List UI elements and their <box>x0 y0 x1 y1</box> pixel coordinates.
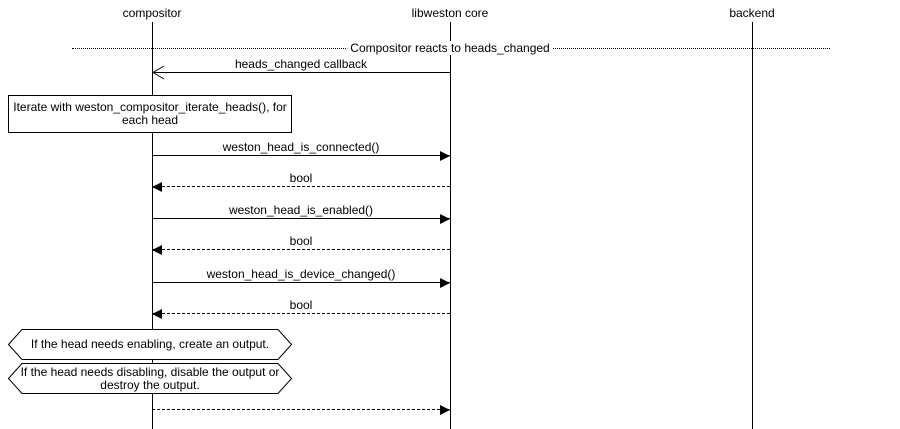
condition-box-0: If the head needs enabling, create an ou… <box>8 329 292 360</box>
lifeline-line-compositor <box>152 22 153 429</box>
message-label-3: weston_head_is_enabled() <box>226 203 376 217</box>
message-label-2: bool <box>287 171 315 185</box>
message-arrowhead-3 <box>440 214 450 224</box>
message-arrowhead-1 <box>440 151 450 161</box>
message-label-1: weston_head_is_connected() <box>220 140 382 154</box>
message-label-0: heads_changed callback <box>232 57 370 71</box>
message-label-5: weston_head_is_device_changed() <box>204 267 398 281</box>
condition-text-1: If the head needs disabling, disable the… <box>20 363 280 394</box>
message-arrowhead-7 <box>440 405 450 415</box>
lifeline-header-libweston-core: libweston core <box>411 6 489 20</box>
message-arrowhead-6 <box>152 309 162 319</box>
message-label-6: bool <box>287 298 315 312</box>
note-box-0: Iterate with weston_compositor_iterate_h… <box>8 95 292 133</box>
section-divider-label: Compositor reacts to heads_changed <box>347 41 553 55</box>
condition-text-0: If the head needs enabling, create an ou… <box>20 329 280 360</box>
message-arrowhead-5 <box>440 278 450 288</box>
lifeline-line-backend <box>752 22 753 429</box>
condition-label-1: If the head needs disabling, disable the… <box>20 364 280 392</box>
lifeline-header-backend: backend <box>729 6 775 20</box>
condition-label-0: If the head needs enabling, create an ou… <box>30 337 270 351</box>
note-text-0: Iterate with weston_compositor_iterate_h… <box>13 100 287 127</box>
message-label-4: bool <box>287 234 315 248</box>
message-line-2 <box>152 186 450 187</box>
lifeline-line-libweston-core <box>450 22 451 429</box>
message-line-7 <box>152 409 450 410</box>
message-line-5 <box>152 282 450 283</box>
message-line-6 <box>152 313 450 314</box>
condition-box-1: If the head needs disabling, disable the… <box>8 363 292 394</box>
lifeline-header-compositor: compositor <box>122 6 182 20</box>
message-line-0 <box>152 72 450 73</box>
message-line-1 <box>152 155 450 156</box>
message-line-3 <box>152 218 450 219</box>
message-line-4 <box>152 249 450 250</box>
message-arrowhead-4 <box>152 245 162 255</box>
message-arrowhead-2 <box>152 182 162 192</box>
